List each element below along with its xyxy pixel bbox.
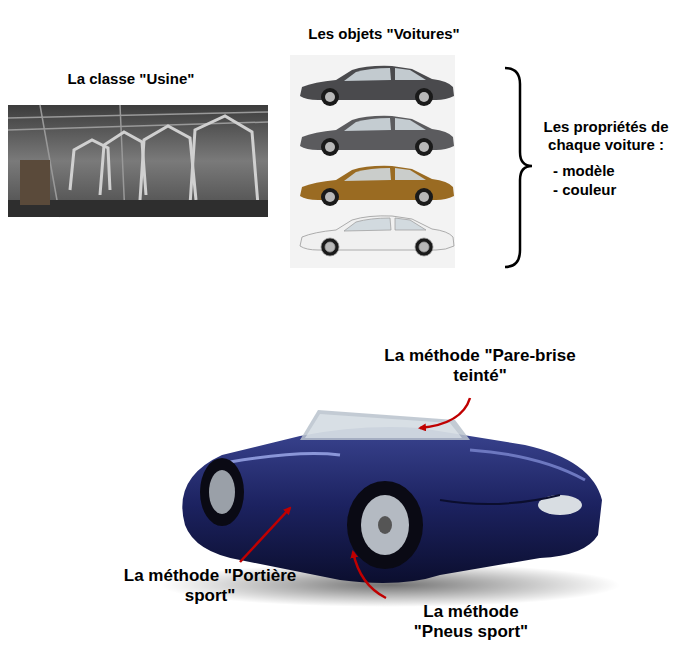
bracket (505, 68, 532, 267)
car-objects (290, 55, 455, 268)
method-label: La méthode "Portière sport" (120, 566, 300, 607)
method-label: La méthode "Pare-brise teinté" (380, 346, 580, 387)
method-label: La méthode "Pneus sport" (396, 602, 546, 643)
objects-label: Les objets "Voitures" (284, 25, 484, 43)
property-item: - modèle (553, 162, 673, 180)
factory-photo (8, 105, 268, 217)
properties-label: Les propriétés de chaque voiture : (532, 118, 680, 154)
class-label: La classe "Usine" (36, 70, 226, 88)
property-item: - couleur (553, 181, 673, 199)
